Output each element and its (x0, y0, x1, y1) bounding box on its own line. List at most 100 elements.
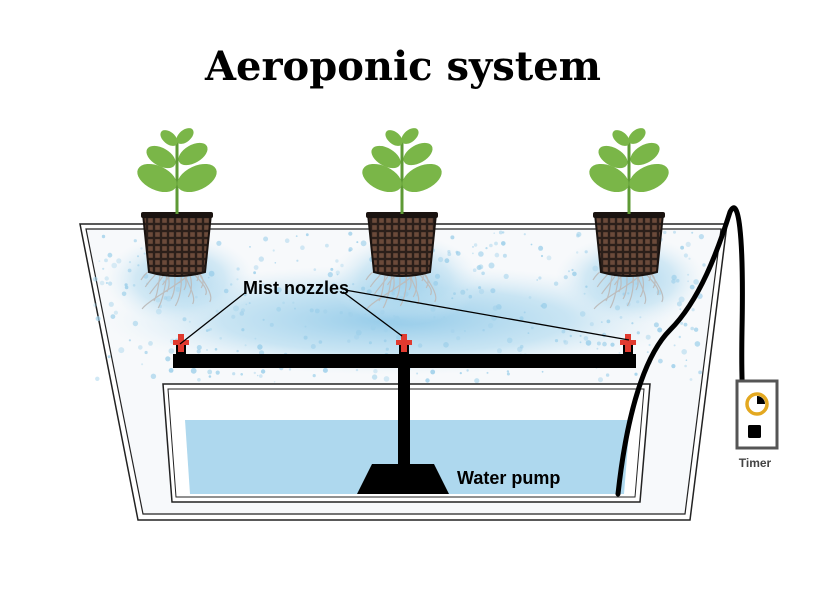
mist-droplet (294, 307, 296, 310)
mist-droplet (309, 308, 314, 313)
mist-droplet (596, 347, 599, 350)
mist-droplet (304, 325, 307, 328)
mist-droplet (600, 321, 603, 323)
mist-droplet (688, 257, 691, 260)
mist-droplet (261, 283, 265, 287)
mist-droplet (385, 347, 389, 351)
mist-droplet (639, 316, 642, 319)
mist-droplet (383, 376, 390, 382)
mist-droplet (554, 339, 559, 343)
mist-droplet (685, 241, 691, 247)
mist-droplet (284, 238, 290, 243)
mist-droplet (296, 259, 299, 262)
mist-droplet (451, 297, 454, 300)
mist-droplet (93, 303, 97, 307)
mist-droplet (634, 372, 638, 376)
mist-droplet (396, 334, 402, 340)
page-title: Aeroponic system (204, 43, 601, 90)
mist-droplet (356, 241, 359, 244)
mist-droplet (472, 268, 477, 273)
mist-droplet (553, 281, 559, 286)
mist-cloud (92, 229, 706, 384)
mist-droplet (240, 373, 243, 376)
mist-droplet (124, 283, 128, 287)
mist-droplet (433, 281, 439, 286)
mist-droplet (108, 301, 114, 307)
mist-droplet (536, 279, 539, 281)
mist-droplet (579, 341, 582, 344)
mist-droplet (693, 279, 699, 285)
mist-droplet (95, 316, 101, 322)
mist-droplet (133, 239, 137, 243)
mist-droplet (348, 312, 351, 315)
mist-droplet (683, 253, 689, 258)
mist-droplet (197, 378, 201, 382)
mist-droplet (254, 337, 257, 340)
mist-droplet (314, 308, 320, 314)
mist-droplet (128, 339, 131, 342)
mist-droplet (253, 271, 256, 275)
mist-droplet (506, 337, 513, 344)
timer-label: Timer (739, 456, 772, 470)
mist-droplet (354, 334, 360, 340)
nozzle-icon (620, 334, 636, 352)
mist-droplet (472, 252, 474, 255)
vertical-riser-pipe (398, 360, 410, 466)
mist-droplet (561, 329, 566, 334)
mist-droplet (116, 258, 122, 264)
mist-droplet (348, 249, 352, 252)
mist-droplet (619, 316, 623, 319)
mist-droplet (583, 292, 586, 295)
mist-droplet (216, 240, 222, 246)
mist-droplet (233, 305, 239, 312)
mist-droplet (124, 285, 129, 290)
mist-droplet (494, 241, 498, 246)
mist-droplet (348, 231, 353, 236)
mist-droplet (236, 267, 240, 271)
mist-droplet (671, 274, 677, 281)
mist-droplet (259, 374, 263, 378)
mist-droplet (273, 381, 276, 383)
mist-droplet (657, 327, 663, 333)
mist-droplet (576, 231, 582, 237)
mist-droplet (473, 243, 478, 247)
mist-droplet (257, 344, 263, 350)
mist-droplet (241, 328, 245, 332)
mist-droplet (380, 310, 385, 315)
mist-droplet (168, 368, 174, 373)
mist-droplet (589, 322, 594, 327)
mist-droplet (214, 348, 218, 351)
mist-droplet (104, 276, 109, 281)
mist-droplet (121, 291, 127, 297)
mist-droplet (355, 329, 362, 336)
mist-droplet (371, 374, 378, 380)
mist-droplet (584, 250, 588, 254)
mist-droplet (144, 350, 148, 355)
mist-droplet (610, 342, 615, 347)
mist-droplet (466, 288, 469, 291)
plant-center (362, 128, 442, 310)
mist-droplet (450, 235, 455, 240)
power-cord (615, 205, 753, 497)
mist-droplet (274, 262, 277, 264)
mist-droplet (262, 318, 265, 321)
mist-droplet (236, 349, 239, 353)
mist-droplet (208, 375, 212, 378)
mist-droplet (541, 370, 544, 373)
mist-droplet (249, 246, 251, 248)
mist-droplet (506, 370, 510, 373)
mist-droplet (519, 316, 524, 321)
mist-droplet (347, 339, 351, 343)
mist-droplet (355, 368, 359, 372)
mist-droplet (383, 339, 387, 343)
mist-droplet (323, 309, 328, 314)
mist-droplet (335, 259, 339, 263)
mist-droplet (310, 344, 316, 349)
mist-droplet (680, 321, 684, 325)
mist-droplet (140, 247, 143, 250)
mist-droplet (498, 230, 503, 235)
mist-droplet (207, 369, 213, 375)
mist-droplet (292, 301, 295, 304)
mist-droplet (485, 247, 488, 250)
